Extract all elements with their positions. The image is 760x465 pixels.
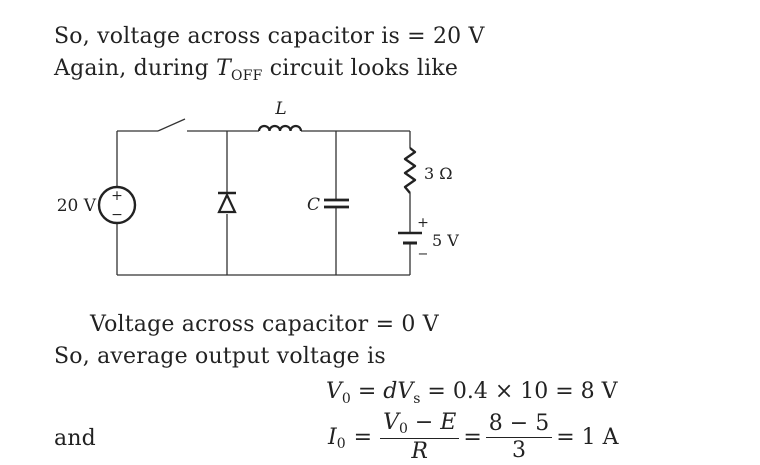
statement-average-output: So, average output voltage is [54, 344, 386, 369]
diode-icon [217, 191, 237, 214]
fraction-symbolic: V0 − E R [380, 410, 460, 464]
numerator-v-symbol: V [383, 410, 399, 435]
vs-symbol: V [397, 379, 414, 404]
eq1-rest: = 0.4 × 10 = 8 V [427, 379, 618, 404]
capacitor-icon [324, 198, 349, 209]
equals-sign: = [357, 379, 377, 404]
inductor-label: L [274, 99, 286, 119]
battery-icon [398, 231, 422, 245]
numerator-e-symbol: E [440, 410, 457, 435]
statement-toff-intro: Again, during TOFF circuit looks like [54, 56, 459, 84]
resistor-icon [403, 147, 417, 194]
i0-symbol: I [328, 425, 337, 450]
eq2-result: = 1 A [556, 425, 619, 450]
fraction-symbolic-numerator: V0 − E [380, 410, 460, 439]
switch-lever [157, 118, 186, 132]
numerator-minus: − [407, 410, 441, 435]
source-plus: + [111, 188, 123, 204]
toff-symbol: T [216, 56, 232, 81]
i0-subscript: 0 [336, 435, 346, 452]
v0-symbol: V [326, 379, 342, 404]
toff-intro-prefix: Again, during [54, 56, 217, 81]
v0-subscript: 0 [341, 391, 351, 407]
equals-sign-2: = [463, 425, 482, 450]
voltage-source-icon [97, 185, 137, 225]
vs-subscript: s [413, 391, 421, 407]
fraction-numeric: 8 − 5 3 [485, 412, 553, 463]
fraction-numeric-numerator: 8 − 5 [485, 412, 553, 438]
battery-plus: + [417, 215, 429, 231]
capacitor-label: C [307, 195, 320, 215]
toff-intro-suffix: circuit looks like [262, 56, 459, 81]
source-label: 20 V [57, 196, 97, 216]
inductor-icon [257, 124, 303, 132]
statement-capacitor-voltage-off: Voltage across capacitor = 0 V [90, 312, 439, 337]
duty-symbol: d [383, 379, 398, 404]
equation-output-voltage: V0 = dVs = 0.4 × 10 = 8 V [326, 379, 618, 407]
source-minus: − [111, 207, 123, 223]
resistor-label: 3 Ω [424, 164, 453, 183]
toff-subscript: OFF [231, 68, 263, 84]
equals-sign-1: = [353, 425, 373, 450]
and-label: and [54, 426, 96, 451]
battery-label: 5 V [432, 231, 459, 250]
fraction-numeric-denominator: 3 [512, 438, 526, 463]
numerator-v-subscript: 0 [398, 421, 408, 437]
statement-capacitor-voltage-on: So, voltage across capacitor is = 20 V [54, 24, 485, 49]
fraction-symbolic-denominator: R [411, 439, 428, 464]
battery-minus: − [418, 247, 429, 262]
